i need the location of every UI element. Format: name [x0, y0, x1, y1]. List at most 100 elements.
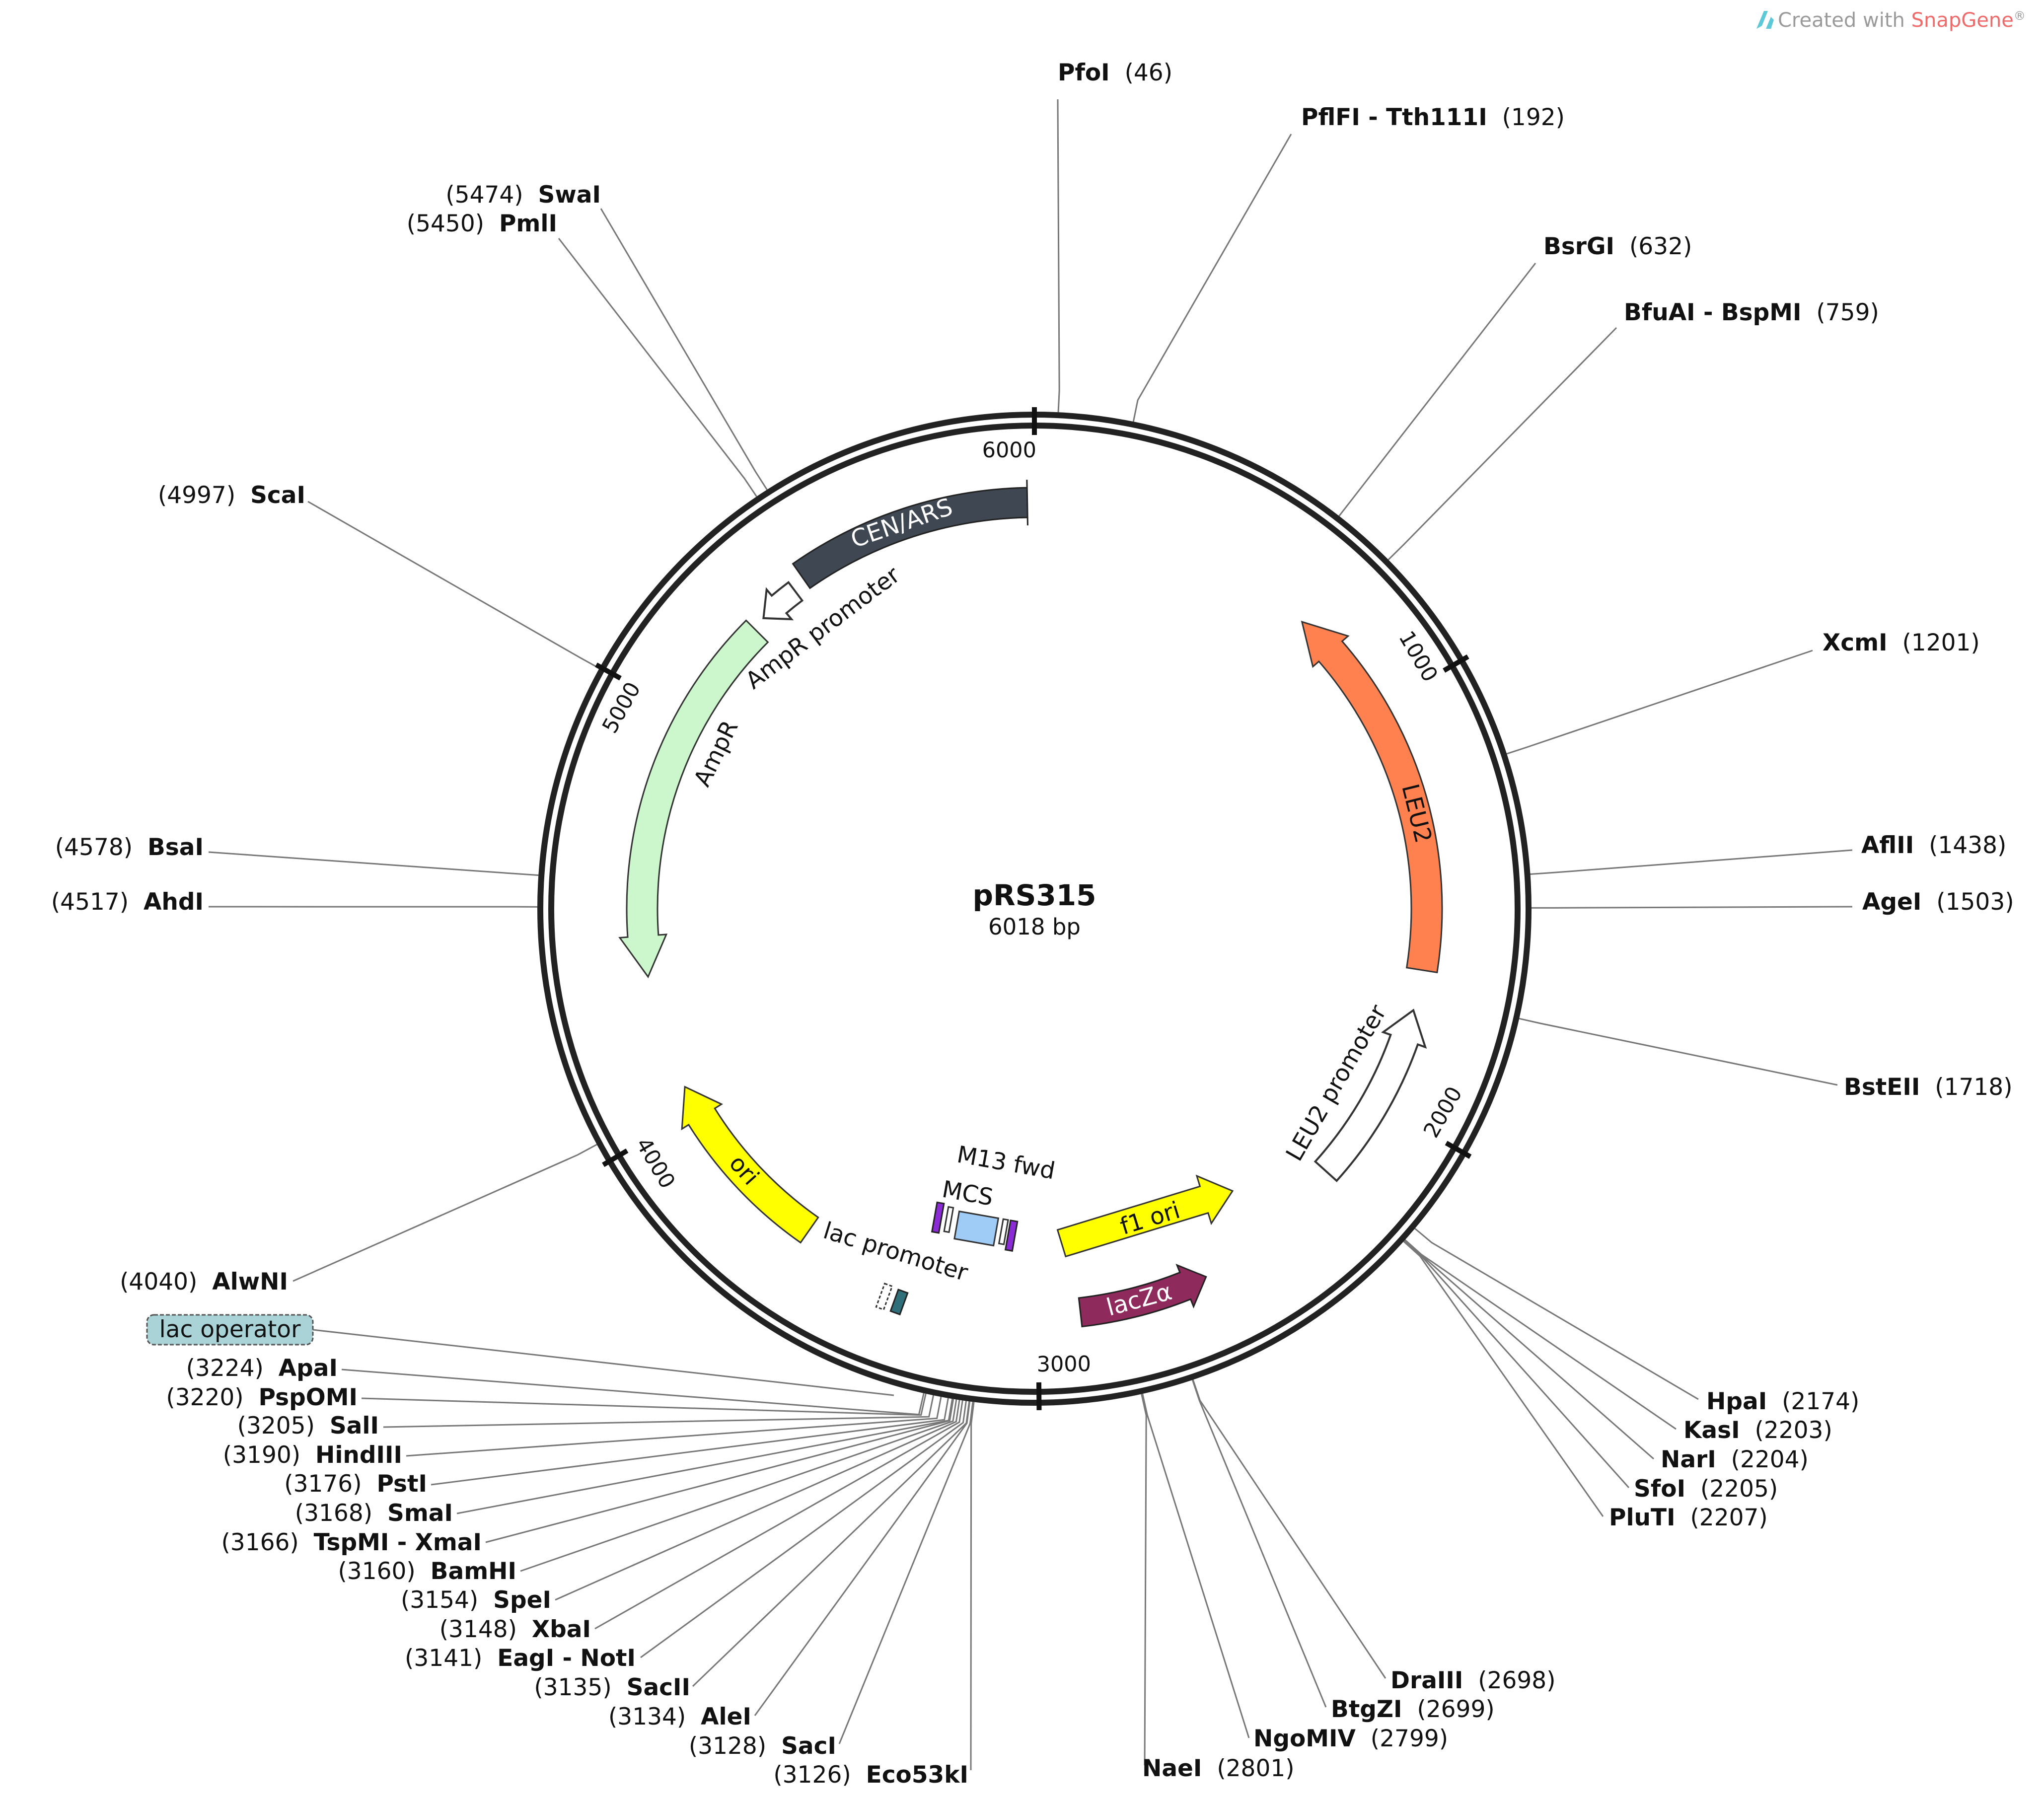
site-leader-line	[754, 1401, 971, 1716]
restriction-site-label[interactable]: PluTI (2207)	[1609, 1504, 1768, 1531]
leu2-promoter-feature[interactable]	[1314, 1008, 1427, 1182]
f1-ori-feature[interactable]	[1054, 1167, 1240, 1267]
restriction-site-label[interactable]: BtgZI (2699)	[1331, 1696, 1495, 1723]
restriction-site-label[interactable]: NgoMIV (2799)	[1253, 1725, 1448, 1752]
restriction-site-label[interactable]: (3205) SalI	[237, 1412, 379, 1440]
restriction-site-label[interactable]: BsrGI (632)	[1543, 233, 1692, 260]
plasmid-size: 6018 bp	[988, 914, 1081, 940]
restriction-site-label[interactable]: (3141) EagI - NotI	[405, 1645, 636, 1672]
lac-promoter-feature[interactable]	[875, 1283, 909, 1316]
restriction-site-label[interactable]: (4040) AlwNI	[120, 1268, 288, 1296]
restriction-site-label[interactable]: HpaI (2174)	[1706, 1388, 1859, 1415]
restriction-site-label[interactable]: (5450) PmlI	[407, 210, 557, 237]
site-leader-line	[406, 1396, 942, 1457]
ori-feature[interactable]	[681, 1085, 819, 1244]
site-leader-line	[341, 1368, 925, 1416]
site-leader-line	[1519, 1017, 1838, 1086]
site-leader-line	[485, 1399, 954, 1543]
site-leader-line	[1387, 327, 1617, 561]
restriction-site-label[interactable]: (5474) SwaI	[445, 181, 601, 209]
mcs-feature[interactable]	[931, 1201, 1019, 1252]
site-leader-line	[1057, 99, 1060, 413]
ampr-promoter-label: AmpR promoter	[740, 561, 905, 695]
site-leader-line	[640, 1401, 967, 1658]
tick-4000	[602, 1149, 629, 1167]
restriction-site-label[interactable]: BfuAI - BspMI (759)	[1624, 299, 1879, 326]
site-leader-line	[1403, 1240, 1604, 1517]
site-leader-line	[692, 1401, 970, 1687]
site-leader-line	[1404, 1239, 1654, 1460]
tick-1000	[1443, 654, 1469, 673]
site-leader-line	[208, 851, 539, 876]
snapgene-watermark: Created with SnapGene®	[1756, 9, 2026, 32]
site-leader-line	[1404, 1240, 1630, 1489]
restriction-site-label[interactable]: SfoI (2205)	[1634, 1475, 1778, 1503]
site-leader-line	[456, 1398, 953, 1514]
site-leader-line	[555, 1400, 960, 1601]
ampr-promoter-feature[interactable]	[762, 580, 804, 621]
restriction-site-label[interactable]: (3134) AleI	[608, 1703, 751, 1730]
site-leader-lines	[208, 99, 1853, 1771]
lac-operator-callout[interactable]: lac operator	[146, 1314, 894, 1396]
feature-arrows	[618, 480, 1443, 1328]
restriction-site-label[interactable]: (3128) SacI	[689, 1732, 836, 1760]
mcs-label: MCS	[940, 1176, 995, 1212]
cen-ars-feature[interactable]	[792, 480, 1028, 589]
site-leader-line	[1404, 1239, 1677, 1430]
site-leader-line	[600, 208, 768, 490]
site-leader-line	[1191, 1379, 1327, 1708]
tick-label: 6000	[982, 438, 1036, 463]
cen-ars-label: CEN/ARS	[847, 493, 956, 554]
restriction-site-label[interactable]: (4578) BsaI	[55, 834, 204, 861]
restriction-site-label[interactable]: NarI (2204)	[1661, 1446, 1809, 1473]
site-leader-line	[558, 238, 757, 497]
site-leader-line	[292, 1144, 597, 1282]
restriction-site-label[interactable]: BstEII (1718)	[1844, 1074, 2013, 1101]
m13-fwd-label: M13 fwd	[955, 1141, 1057, 1185]
restriction-site-label[interactable]: XcmI (1201)	[1823, 629, 1980, 656]
lacza-feature[interactable]	[1078, 1264, 1207, 1328]
site-leader-line	[520, 1399, 957, 1572]
site-leader-line	[1192, 1379, 1387, 1679]
site-leader-line	[383, 1395, 935, 1428]
site-leader-line	[1141, 1394, 1147, 1766]
restriction-site-label[interactable]: NaeI (2801)	[1142, 1755, 1295, 1782]
site-leader-line	[1132, 134, 1292, 422]
restriction-site-label[interactable]: (4997) ScaI	[158, 482, 305, 509]
restriction-site-label[interactable]: (3148) XbaI	[439, 1616, 591, 1643]
site-leader-line	[361, 1393, 927, 1416]
restriction-site-label[interactable]: (3135) SacII	[534, 1674, 690, 1701]
restriction-site-label[interactable]: (3160) BamHI	[338, 1558, 516, 1585]
restriction-site-label[interactable]: (3168) SmaI	[295, 1500, 453, 1527]
site-leader-line	[838, 1402, 974, 1744]
site-leader-line	[431, 1398, 949, 1486]
leu2-feature[interactable]	[1301, 621, 1443, 974]
site-leader-line	[594, 1400, 963, 1630]
site-leader-line	[1338, 263, 1536, 517]
restriction-site-labels: PfoI (46) PflFI - Tth111I (192) BsrGI (632…	[51, 59, 2014, 1789]
restriction-site-label[interactable]: (4517) AhdI	[51, 888, 204, 916]
restriction-site-label[interactable]: (3176) PstI	[284, 1470, 427, 1498]
restriction-site-label[interactable]: (3126) Eco53kI	[773, 1761, 968, 1789]
restriction-site-label[interactable]: (3190) HindIII	[223, 1441, 402, 1469]
lac-operator-label: lac operator	[159, 1316, 301, 1343]
tick-5000	[595, 662, 622, 681]
site-leader-line	[1531, 906, 1853, 909]
restriction-site-label[interactable]: DraIII (2698)	[1390, 1667, 1556, 1694]
restriction-site-label[interactable]: PfoI (46)	[1058, 59, 1172, 86]
restriction-site-label[interactable]: (3224) ApaI	[186, 1355, 338, 1382]
watermark-text: Created with SnapGene®	[1778, 9, 2026, 32]
ampr-feature[interactable]	[618, 619, 769, 979]
restriction-site-label[interactable]: PflFI - Tth111I (192)	[1301, 104, 1565, 131]
site-leader-line	[307, 501, 600, 669]
restriction-site-label[interactable]: AgeI (1503)	[1862, 888, 2014, 916]
restriction-site-label[interactable]: AflII (1438)	[1861, 832, 2006, 859]
restriction-site-label[interactable]: (3220) PspOMI	[166, 1384, 358, 1411]
restriction-site-label[interactable]: KasI (2203)	[1683, 1417, 1832, 1444]
restriction-site-label[interactable]: (3154) SpeI	[401, 1586, 551, 1614]
snapgene-logo-icon	[1756, 11, 1774, 29]
restriction-site-label[interactable]: (3166) TspMI - XmaI	[221, 1529, 482, 1556]
site-leader-line	[1142, 1393, 1250, 1738]
tick-label: 3000	[1036, 1352, 1091, 1377]
